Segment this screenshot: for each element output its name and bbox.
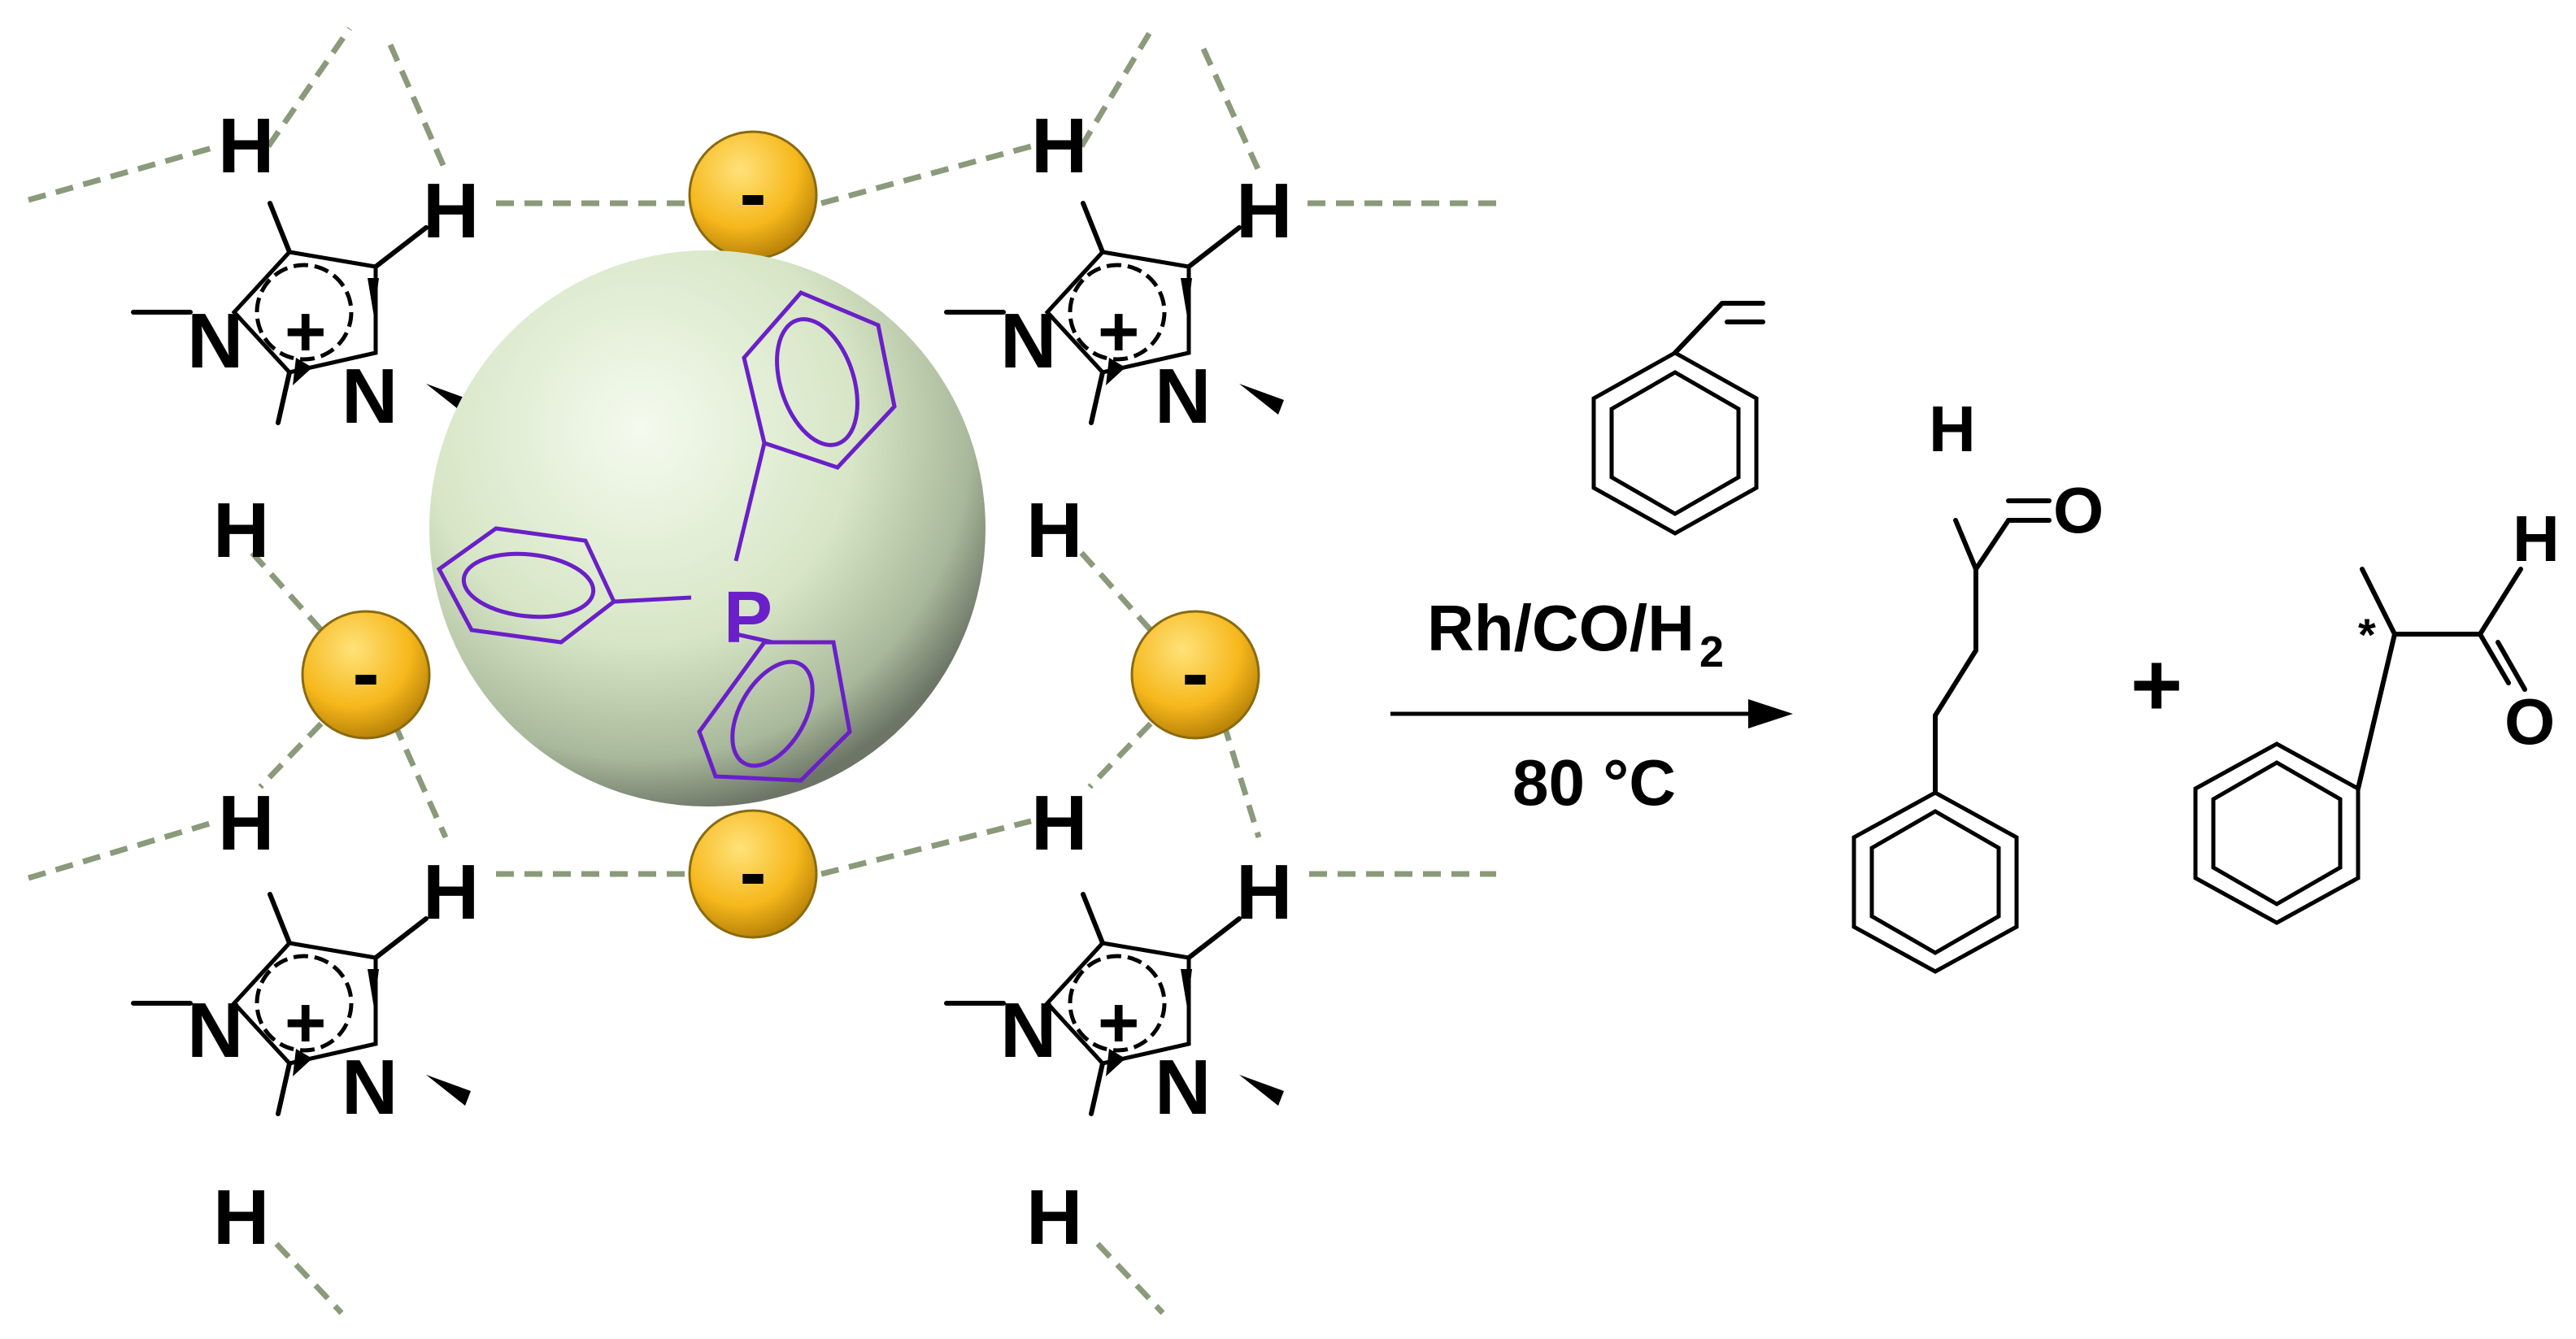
atom-n: N [1000, 298, 1056, 385]
anion-top: - [688, 130, 818, 260]
reagent-text: Rh/CO/H [1427, 592, 1695, 664]
atom-h: H [1031, 780, 1087, 867]
styrene-reactant [1591, 301, 1765, 536]
atom-n: N [342, 353, 398, 440]
atom-h: H [1236, 167, 1292, 254]
atom-n: N [342, 1044, 398, 1131]
atom-h: H [213, 1174, 269, 1261]
anion-bottom: - [688, 809, 818, 939]
atom-h: H [1026, 487, 1082, 574]
anion-charge: - [1181, 628, 1208, 719]
cation-charge: + [1098, 291, 1139, 372]
atom-n: N [1155, 1044, 1211, 1131]
atom-n: N [187, 987, 243, 1074]
plus-sign: + [2130, 635, 2182, 735]
cation-charge: + [285, 291, 326, 372]
atom-h: H [1026, 1174, 1082, 1261]
anion-charge: - [352, 628, 379, 719]
cation-charge: + [1098, 982, 1139, 1063]
reaction-arrow [1390, 699, 1793, 728]
reaction-conditions: 80 °C [1512, 746, 1676, 819]
atom-h: H [218, 780, 274, 867]
atom-o: O [2504, 685, 2555, 758]
atom-h: H [423, 849, 479, 936]
atom-h: H [1929, 393, 1976, 465]
anion-charge: - [739, 827, 766, 918]
atom-n: N [1155, 353, 1211, 440]
cation-charge: + [285, 982, 326, 1063]
atom-h: H [213, 487, 269, 574]
stereocenter-mark: * [2358, 609, 2376, 660]
atom-h: H [218, 102, 274, 189]
atom-o: O [2053, 474, 2104, 546]
atom-h: H [1031, 102, 1087, 189]
atom-h: H [423, 167, 479, 254]
linear-aldehyde-product: H O [1852, 393, 2104, 974]
reaction-reagents: Rh/CO/H 2 [1427, 592, 1724, 676]
anion-charge: - [739, 148, 766, 239]
ligand-sphere [429, 250, 986, 806]
cation-labels: H H N + N H H H N + N H H H N + N H H H … [187, 102, 1292, 1261]
atom-h: H [2513, 502, 2560, 575]
anion-left: - [301, 610, 431, 740]
anion-right: - [1130, 610, 1260, 740]
hydrogen-bond-network [27, 23, 1496, 1315]
atom-n: N [187, 298, 243, 385]
phosphorus-atom: P [724, 577, 772, 659]
branched-aldehyde-product: * H O [2193, 502, 2560, 925]
atom-n: N [1000, 987, 1056, 1074]
atom-h: H [1236, 849, 1292, 936]
reagent-subscript: 2 [1699, 628, 1724, 676]
triphenylphosphine-ligand: P [436, 289, 897, 783]
